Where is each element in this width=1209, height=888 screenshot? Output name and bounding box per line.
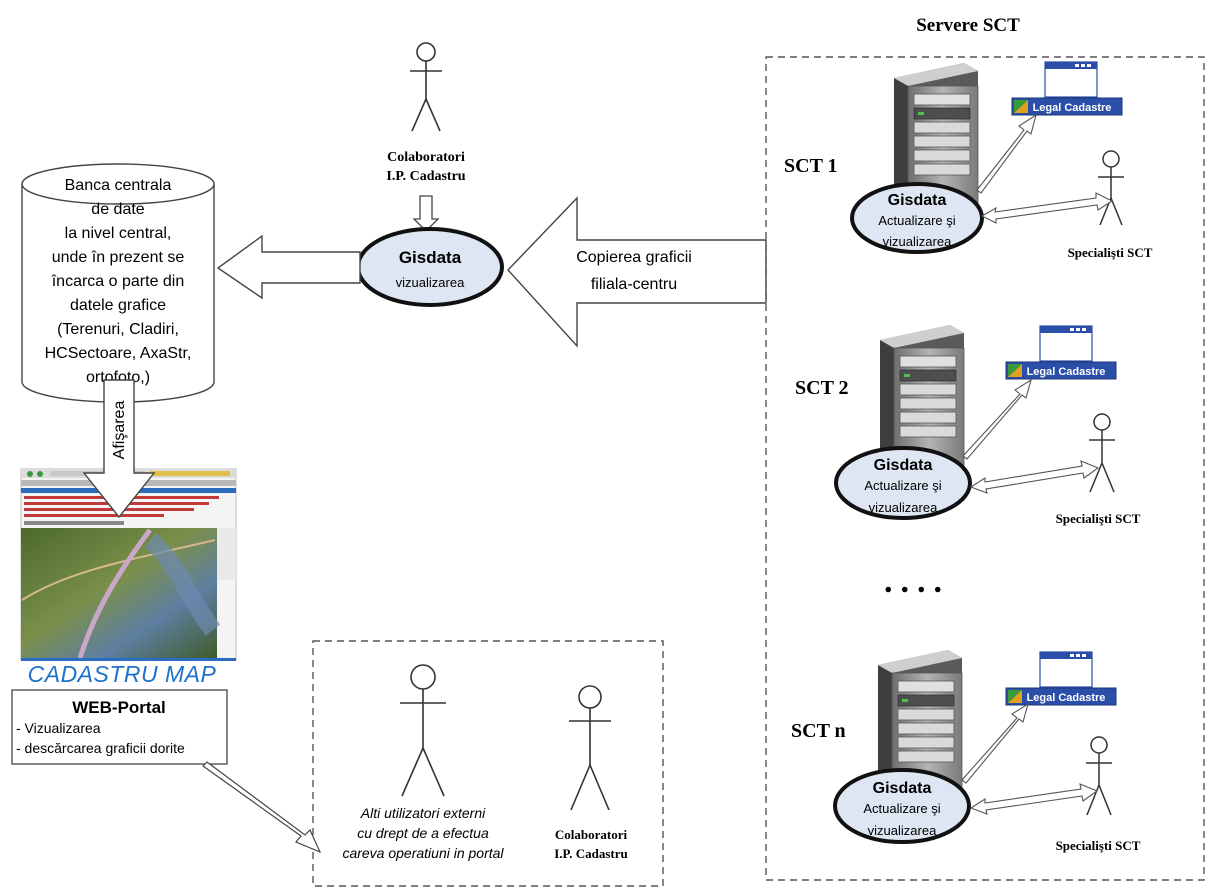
web-portal-item-1: - descărcarea graficii dorite <box>16 740 185 756</box>
collaborator-actor-top <box>410 42 442 132</box>
sct-2-server-to-app-arrow <box>962 378 1032 460</box>
central-node-subtitle: vizualizarea <box>396 275 465 290</box>
collaborator-top-label-1: Colaboratori <box>387 150 465 165</box>
servers-group-frame <box>765 56 1205 881</box>
central-node-title: Gisdata <box>399 248 462 267</box>
collaborator-top-label-2: I.P. Cadastru <box>386 169 465 184</box>
sct-2-label: SCT 2 <box>795 377 849 399</box>
external-user-label-0: Alti utilizatori externi <box>360 805 486 821</box>
db-line-5: datele grafice <box>70 297 166 314</box>
sct-n-node-title: Gisdata <box>873 780 932 797</box>
sct-n-app-window <box>1005 651 1117 706</box>
sct-n-specialist-actor <box>1086 736 1112 816</box>
db-line-0: Banca centrala <box>65 177 172 194</box>
copy-arrow-line2: filiala-centru <box>591 276 677 293</box>
sct-n-app-label: Legal Cadastre <box>1027 692 1106 704</box>
web-portal-item-0: - Vizualizarea <box>16 720 101 736</box>
more-servers-ellipsis: .... <box>884 563 950 600</box>
db-line-3: unde în prezent se <box>52 249 185 266</box>
sct-1-label: SCT 1 <box>784 155 838 177</box>
portal-to-users-arrow <box>202 761 322 854</box>
sct-1-server-to-app-arrow <box>976 113 1037 194</box>
sct-1-node-line2: vizualizarea <box>883 234 952 249</box>
central-database-cylinder <box>21 163 215 403</box>
sct-n-server-to-app-arrow <box>961 702 1029 784</box>
display-arrow <box>82 379 156 519</box>
sct-unit-1: SCT 1 Gisdata Actualizare şi vizualizare… <box>784 61 1153 260</box>
sct-2-specialist-actor <box>1089 413 1115 493</box>
sct-1-node-line1: Actualizare şi <box>878 213 955 228</box>
sct-2-node-actor-arrow <box>969 460 1100 494</box>
sct-1-specialist-actor <box>1098 150 1124 226</box>
cadastru-map-logo: CADASTRU MAP <box>28 661 217 687</box>
sct-1-actor-label: Specialişti SCT <box>1068 245 1153 260</box>
sct-1-node-actor-arrow <box>980 192 1114 224</box>
sct-2-node-line1: Actualizare şi <box>864 478 941 493</box>
sct-1-app-label: Legal Cadastre <box>1033 102 1112 114</box>
sct-n-node-line2: vizualizarea <box>868 823 937 838</box>
sct-n-node-line1: Actualizare şi <box>863 801 940 816</box>
sct-1-node-title: Gisdata <box>888 192 947 209</box>
sct-2-actor-label: Specialişti SCT <box>1056 511 1141 526</box>
sct-1-app-window <box>1011 61 1123 116</box>
sct-1-gisdata-node <box>850 182 984 254</box>
servers-group-title: Servere SCT <box>916 15 1020 36</box>
copy-graphics-arrow <box>507 196 767 348</box>
external-user-label-2: careva operatiuni in portal <box>342 845 504 861</box>
sct-unit-n: SCT n Gisdata Actualizare şi vizualizare… <box>791 650 1141 853</box>
sct-n-actor-label: Specialişti SCT <box>1056 838 1141 853</box>
db-line-2: la nivel central, <box>65 225 172 242</box>
collaborator-actor-bottom <box>569 685 611 811</box>
db-line-7: HCSectoare, AxaStr, <box>45 345 192 362</box>
sct-unit-2: SCT 2 Gisdata Actualizare şi vizualizare… <box>795 325 1141 526</box>
collaborator-to-node-arrow <box>412 195 440 232</box>
central-gisdata-node <box>356 227 504 307</box>
collaborator-bottom-label-1: Colaboratori <box>555 827 628 842</box>
external-users-frame <box>312 640 664 887</box>
sct-2-app-window <box>1005 325 1117 380</box>
sct-2-node-title: Gisdata <box>874 457 933 474</box>
collaborator-bottom-label-2: I.P. Cadastru <box>554 846 628 861</box>
sct-2-gisdata-node <box>834 446 972 520</box>
sct-n-gisdata-node <box>833 768 971 844</box>
external-user-actor <box>400 664 446 797</box>
db-line-6: (Terenuri, Cladiri, <box>57 321 179 338</box>
db-line-1: de date <box>91 201 144 218</box>
sct-2-node-line2: vizualizarea <box>869 500 938 515</box>
web-portal-box <box>11 689 228 765</box>
sct-n-node-actor-arrow <box>969 783 1099 815</box>
web-portal-title: WEB-Portal <box>72 698 166 717</box>
db-line-4: încarca o parte din <box>51 273 185 290</box>
copy-arrow-line1: Copierea graficii <box>576 249 692 266</box>
central-db-text: Banca centrala de date la nivel central,… <box>45 177 192 386</box>
sct-2-app-label: Legal Cadastre <box>1027 366 1106 378</box>
display-arrow-label: Afişarea <box>111 401 128 460</box>
node-to-db-arrow <box>216 234 361 300</box>
external-user-label-1: cu drept de a efectua <box>357 825 489 841</box>
sct-n-label: SCT n <box>791 720 846 742</box>
